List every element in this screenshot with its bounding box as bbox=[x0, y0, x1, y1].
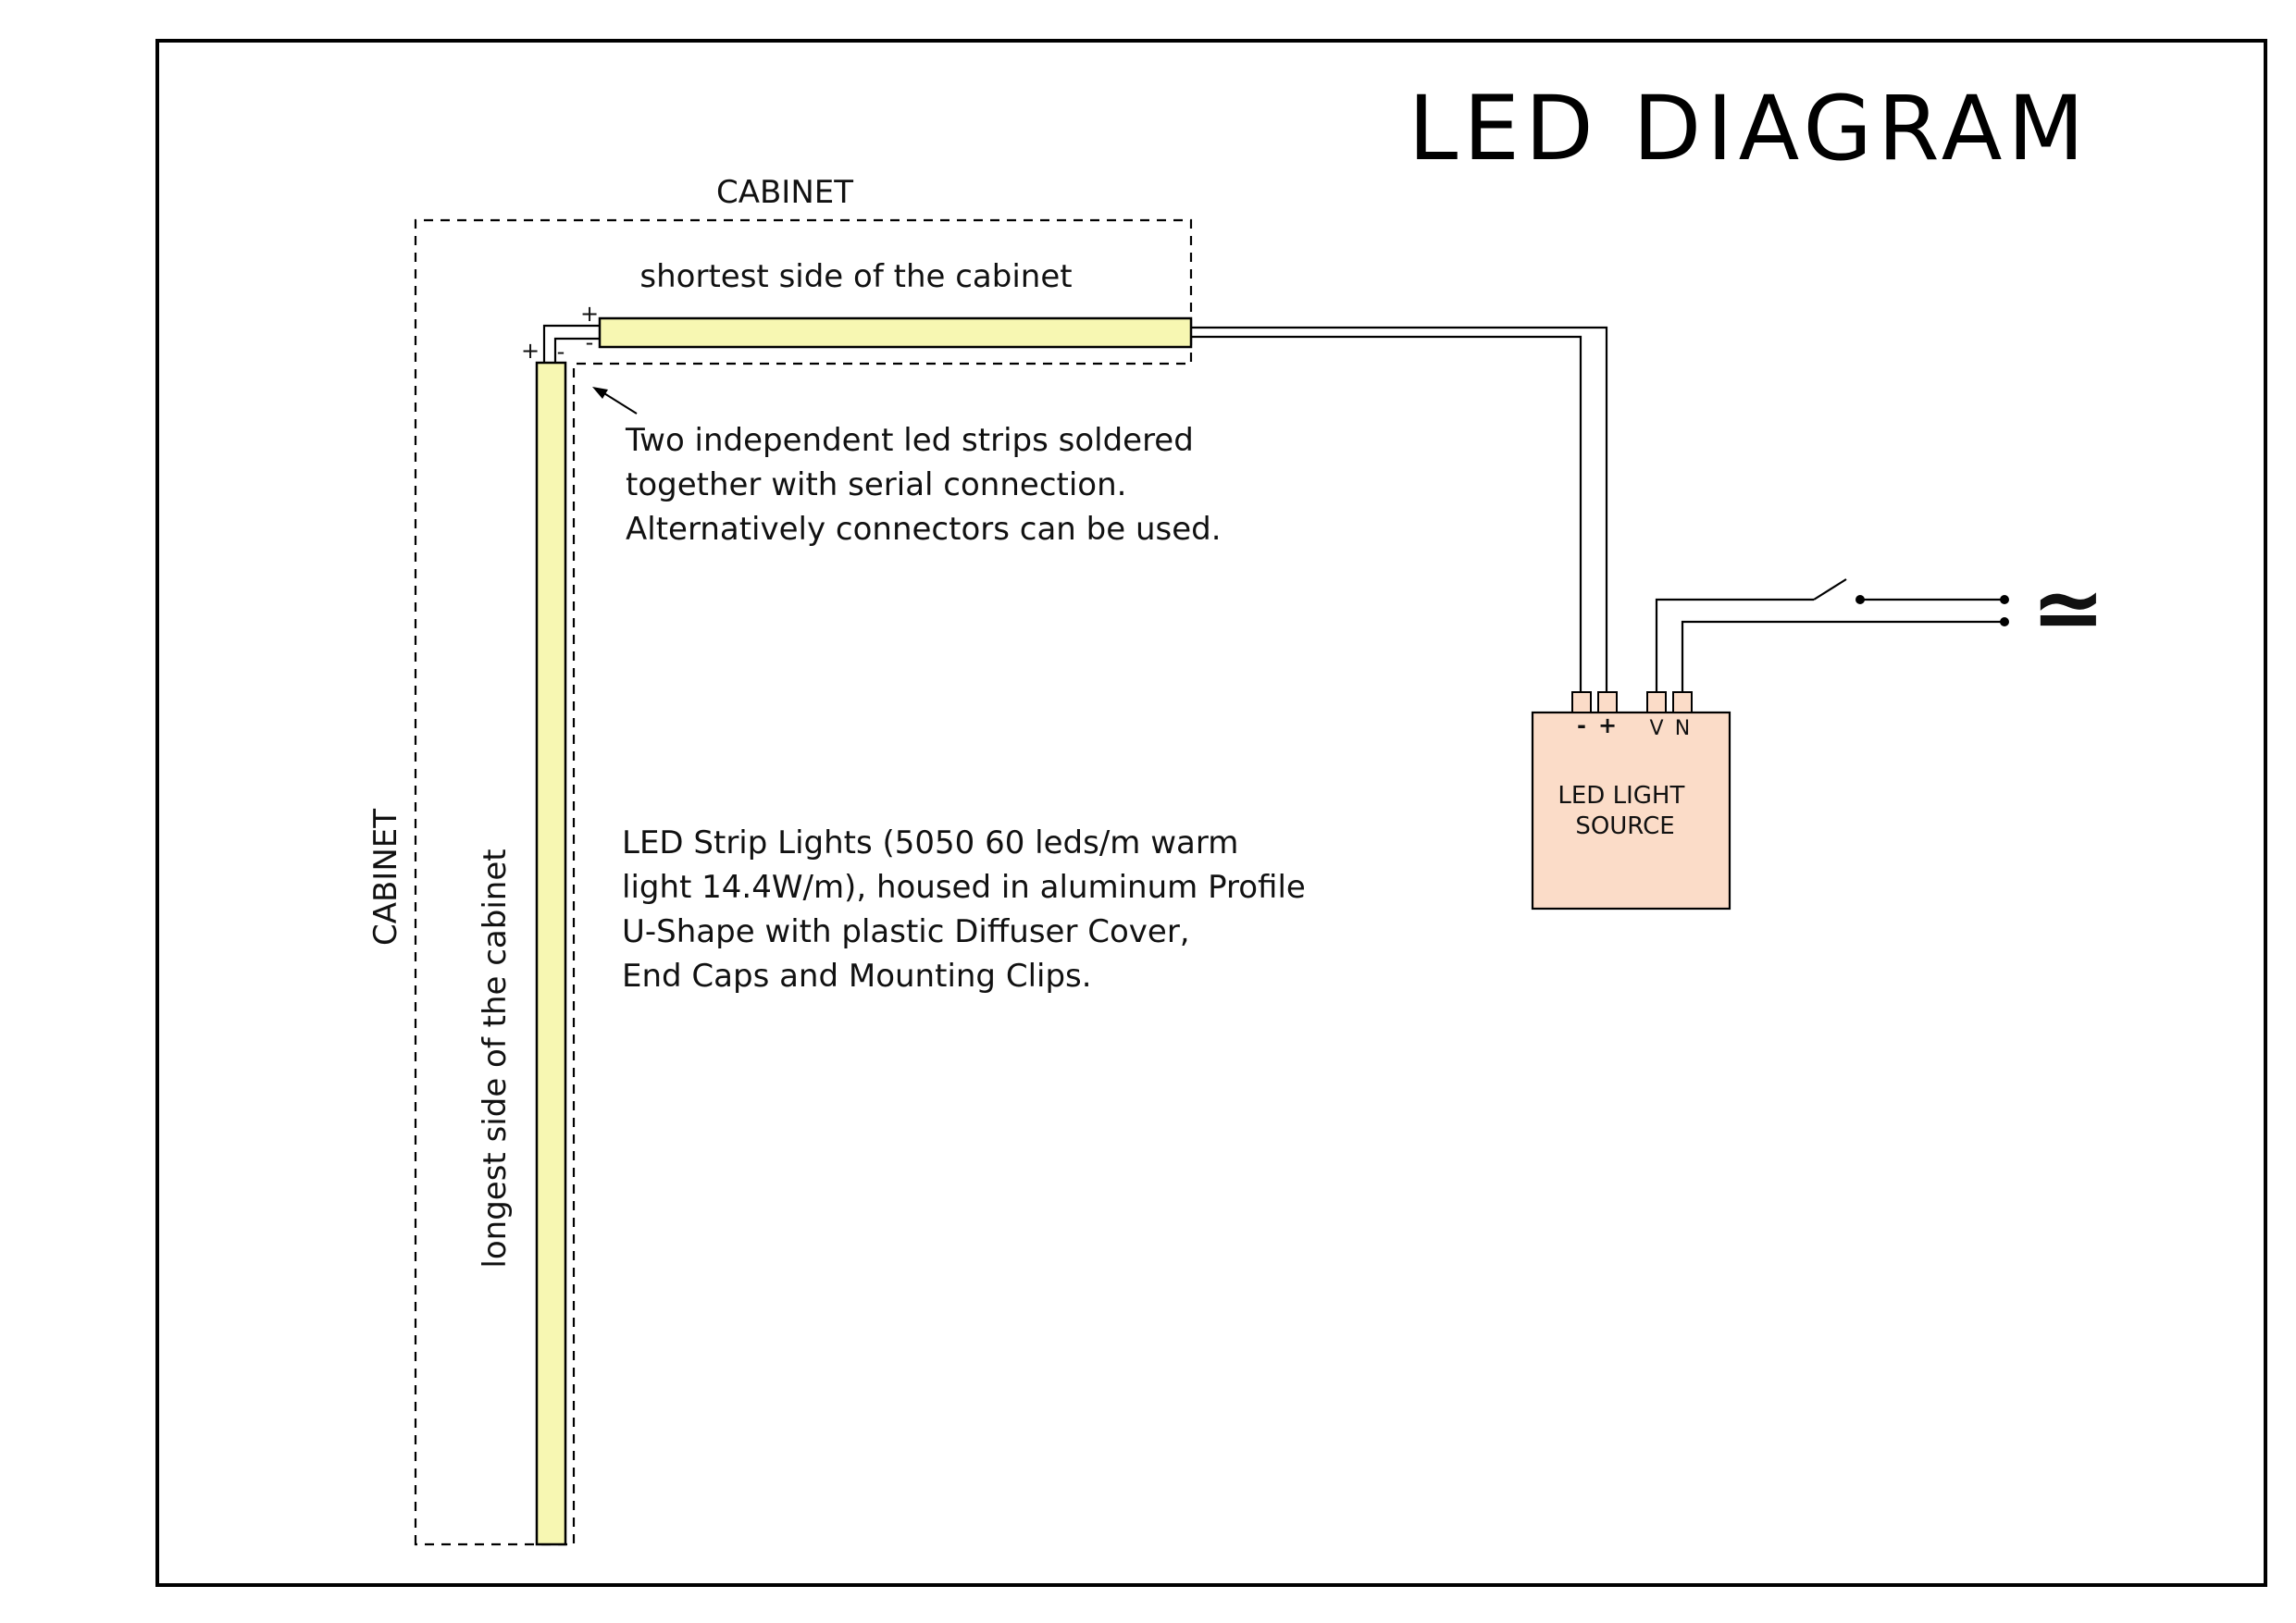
terminal-positive-label: + bbox=[1598, 712, 1617, 738]
shortest-side-label: shortest side of the cabinet bbox=[639, 258, 1072, 295]
terminal-negative bbox=[1571, 691, 1592, 713]
terminal-v-label: V bbox=[1649, 717, 1663, 740]
diagram-title: LED DIAGRAM bbox=[1409, 77, 2091, 180]
solder-wire-negative bbox=[553, 337, 600, 363]
solder-note: Two independent led strips soldered toge… bbox=[625, 422, 1222, 548]
short-strip-plus-sign: + bbox=[580, 301, 599, 327]
mains-wire-neutral bbox=[1681, 620, 2004, 692]
strip-description-line-4: End Caps and Mounting Clips. bbox=[622, 958, 1092, 995]
mains-terminal-line-dot bbox=[2000, 595, 2009, 604]
strip-description-line-1: LED Strip Lights (5050 60 leds/m warm bbox=[622, 824, 1238, 861]
ac-mains-symbol: ≃ bbox=[2031, 556, 2105, 660]
short-strip-minus-sign: - bbox=[586, 329, 594, 355]
cabinet-outline bbox=[414, 218, 1193, 1546]
cabinet-side-label: CABINET bbox=[367, 809, 404, 946]
terminal-n bbox=[1672, 691, 1693, 713]
strip-to-source-wire-positive bbox=[1191, 326, 1608, 692]
longest-side-label: longest side of the cabinet bbox=[477, 849, 514, 1268]
solder-note-line-3: Alternatively connectors can be used. bbox=[626, 511, 1222, 548]
mains-terminal-neutral-dot bbox=[2000, 617, 2009, 626]
terminal-v bbox=[1646, 691, 1667, 713]
solder-note-arrowhead bbox=[592, 387, 608, 399]
terminal-negative-label: - bbox=[1577, 712, 1586, 738]
solder-note-line-2: together with serial connection. bbox=[626, 466, 1126, 503]
led-strip-short-side bbox=[598, 316, 1193, 349]
drawing-frame bbox=[155, 39, 2267, 1587]
solder-note-line-1: Two independent led strips soldered bbox=[625, 422, 1194, 459]
solder-note-arrow-shaft bbox=[599, 390, 638, 415]
cabinet-top-label: CABINET bbox=[716, 174, 853, 211]
strip-to-source-wire-negative bbox=[1191, 335, 1582, 692]
long-strip-minus-sign: - bbox=[557, 339, 565, 365]
strip-description-line-2: light 14.4W/m), housed in aluminum Profi… bbox=[622, 869, 1306, 906]
solder-wire-positive bbox=[542, 324, 600, 363]
mains-wire-line bbox=[1655, 598, 1814, 692]
terminal-n-label: N bbox=[1675, 717, 1690, 740]
terminal-positive bbox=[1597, 691, 1618, 713]
led-strip-long-side bbox=[535, 361, 567, 1546]
switch-lever bbox=[1813, 578, 1847, 601]
source-box-label-line-1: LED LIGHT bbox=[1558, 782, 1684, 810]
led-light-source-box bbox=[1531, 711, 1731, 911]
long-strip-plus-sign: + bbox=[521, 338, 540, 364]
source-box-label: LED LIGHT SOURCE bbox=[1558, 782, 1692, 840]
source-box-label-line-2: SOURCE bbox=[1575, 812, 1674, 840]
strip-description: LED Strip Lights (5050 60 leds/m warm li… bbox=[622, 824, 1316, 995]
strip-description-line-3: U-Shape with plastic Diffuser Cover, bbox=[622, 913, 1190, 950]
